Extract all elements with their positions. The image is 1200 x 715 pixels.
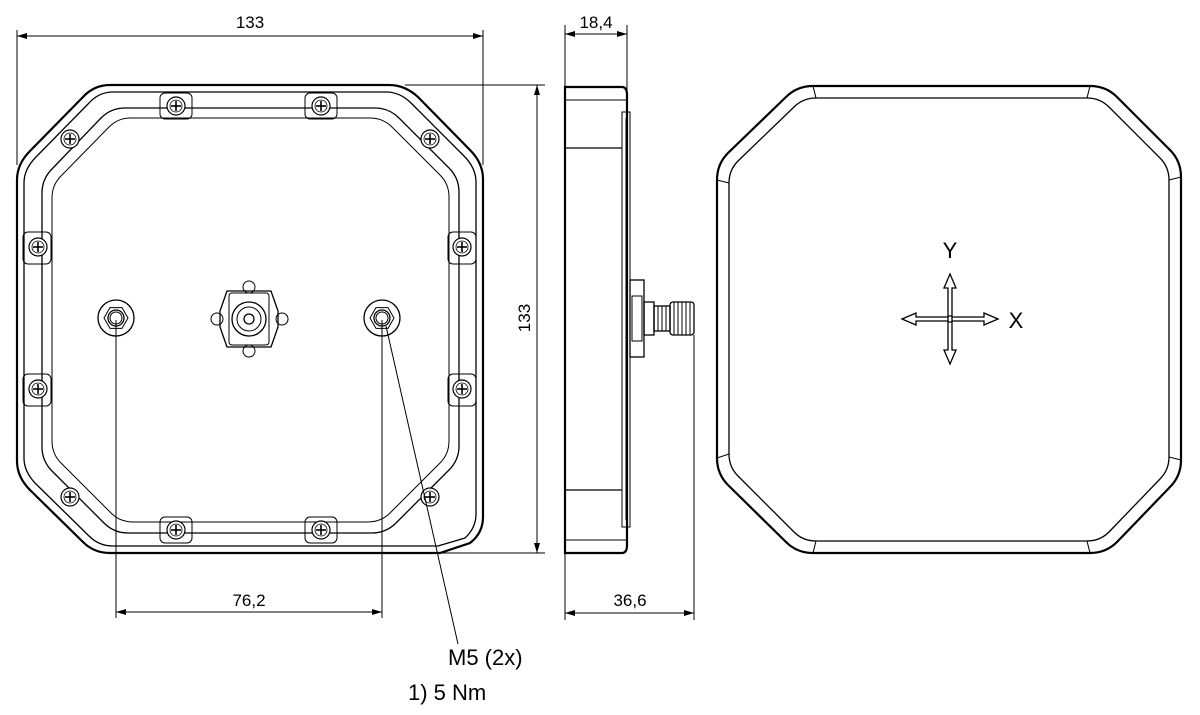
dimension-height: 133 [405,84,545,554]
dim-hole-spacing-label: 76,2 [232,591,265,610]
dim-width-label: 133 [236,13,264,32]
x-axis-arrow [951,312,1000,326]
inner-recess [41,107,460,534]
dimension-total-depth: 36,6 [564,335,695,620]
dim-height-label: 133 [515,304,534,332]
mounting-screws [22,92,477,544]
torque-callout: 1) 5 Nm [408,680,486,705]
side-view: 18,4 36,6 [563,13,695,620]
radome-view: Y X [715,84,1183,555]
radome-inner [728,97,1170,542]
dimension-depth: 18,4 [564,13,628,90]
dimension-width: 133 [16,13,484,165]
side-body [563,85,629,555]
dim-total-depth-label: 36,6 [613,591,646,610]
side-connector [629,279,695,358]
thread-callout: M5 (2x) [448,645,523,670]
connector-flange [210,280,289,358]
housing-outline [15,83,485,555]
y-axis-arrow [943,272,957,317]
dimension-hole-spacing: 76,2 [115,320,383,618]
m5-leader-line [385,325,459,645]
axis-indicator: Y X [900,238,1024,366]
inner-recess-2 [51,117,450,523]
housing-rim [23,91,477,547]
radome-outline [715,84,1183,555]
y-axis-label: Y [943,238,958,263]
x-axis-label: X [1009,308,1024,333]
front-view: 133 133 76,2 [15,13,545,645]
dim-depth-label: 18,4 [579,13,612,32]
